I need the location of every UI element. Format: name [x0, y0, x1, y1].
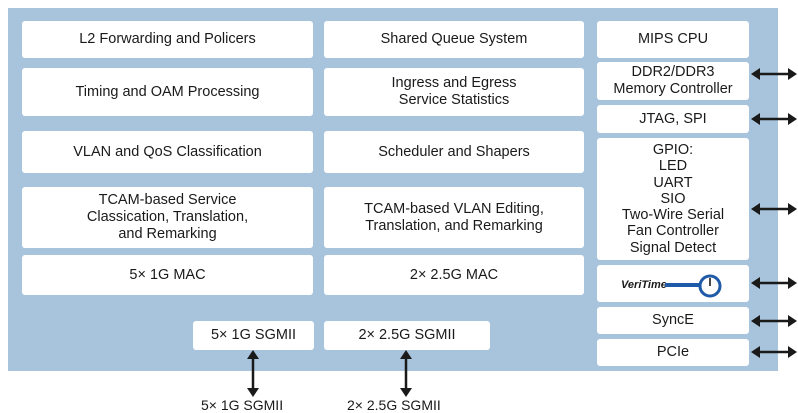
- ingress-egress-block: Ingress and Egress Service Statistics: [324, 68, 584, 116]
- sgmii-1g-block: 5× 1G SGMII: [193, 321, 314, 350]
- gpio-arrow: [751, 203, 797, 215]
- pcie-arrow: [751, 346, 797, 358]
- pcie-block: PCIe: [597, 339, 749, 366]
- veritime-arrow: [751, 277, 797, 289]
- synce-arrow: [751, 315, 797, 327]
- jtag-arrow: [751, 113, 797, 125]
- mips-cpu-block: MIPS CPU: [597, 21, 749, 58]
- veritime-logo: VeriTime: [621, 274, 722, 297]
- l2-forwarding-block: L2 Forwarding and Policers: [22, 21, 313, 58]
- vlan-qos-block: VLAN and QoS Classification: [22, 131, 313, 173]
- sgmii-25g-block: 2× 2.5G SGMII: [324, 321, 490, 350]
- tcam-vlan-block: TCAM-based VLAN Editing, Translation, an…: [324, 187, 584, 248]
- synce-block: SyncE: [597, 307, 749, 334]
- veritime-block: VeriTime: [597, 265, 749, 302]
- mac-1g-block: 5× 1G MAC: [22, 255, 313, 295]
- scheduler-block: Scheduler and Shapers: [324, 131, 584, 173]
- external-sgmii-25g-label: 2× 2.5G SGMII: [347, 397, 441, 413]
- timing-oam-block: Timing and OAM Processing: [22, 68, 313, 116]
- ddr-arrow: [751, 68, 797, 80]
- mac-25g-block: 2× 2.5G MAC: [324, 255, 584, 295]
- jtag-spi-block: JTAG, SPI: [597, 105, 749, 133]
- veritime-logo-text: VeriTime: [621, 279, 667, 291]
- sgmii-25g-arrow: [400, 350, 412, 397]
- external-sgmii-1g-label: 5× 1G SGMII: [201, 397, 284, 413]
- tcam-service-block: TCAM-based Service Classication, Transla…: [22, 187, 313, 248]
- shared-queue-block: Shared Queue System: [324, 21, 584, 58]
- ddr-controller-block: DDR2/DDR3 Memory Controller: [597, 62, 749, 100]
- sgmii-1g-arrow: [247, 350, 259, 397]
- gpio-block: GPIO: LED UART SIO Two-Wire Serial Fan C…: [597, 138, 749, 260]
